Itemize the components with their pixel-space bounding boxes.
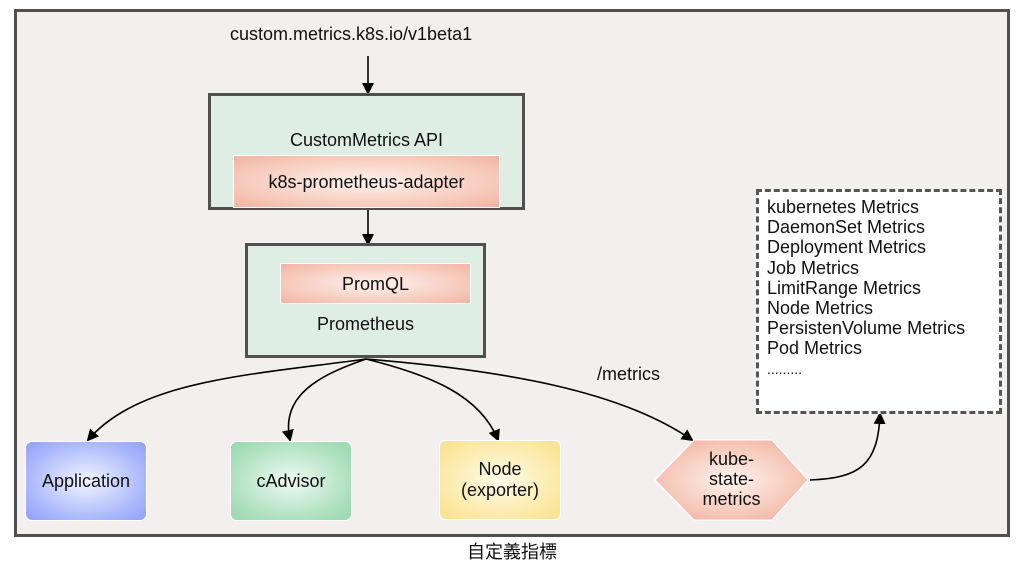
edge-prometheus-to-kube-state-metrics xyxy=(365,358,694,442)
target-application-label: Application xyxy=(41,470,131,491)
target-node-label-line: Node xyxy=(478,459,522,479)
kube-state-metrics-label-line: kube- xyxy=(708,449,755,469)
metrics-list-item: ......... xyxy=(767,360,803,377)
metrics-list-item: LimitRange Metrics xyxy=(767,277,922,298)
api-path-label: custom.metrics.k8s.io/v1beta1 xyxy=(230,24,473,44)
metrics-list-box: kubernetes Metrics DaemonSet Metrics Dep… xyxy=(756,189,1002,414)
target-node-label-line: (exporter) xyxy=(460,480,540,500)
edge-kube-state-metrics-to-metrics-list xyxy=(809,412,886,481)
kube-state-metrics-label-line: state- xyxy=(708,469,755,489)
metrics-list-item: Deployment Metrics xyxy=(767,237,927,258)
metrics-list-item: DaemonSet Metrics xyxy=(767,217,926,238)
metrics-list-item: Pod Metrics xyxy=(767,338,863,359)
prometheus-box: PromQL Prometheus xyxy=(245,243,486,358)
metrics-list-item: kubernetes Metrics xyxy=(767,197,920,217)
kube-state-metrics-label-line: metrics xyxy=(702,489,761,509)
target-kube-state-metrics: kube- state- metrics xyxy=(655,449,808,509)
edge-prometheus-to-cadvisor xyxy=(281,358,367,442)
target-cadvisor: cAdvisor xyxy=(230,441,352,521)
diagram-caption: 自定義指標 xyxy=(467,542,557,562)
k8s-prometheus-adapter: k8s-prometheus-adapter xyxy=(233,155,500,208)
k8s-prometheus-adapter-label: k8s-prometheus-adapter xyxy=(268,171,465,192)
prometheus-title: Prometheus xyxy=(316,314,415,334)
custom-metrics-api-title: CustomMetrics API xyxy=(289,130,444,150)
edge-prometheus-to-node xyxy=(365,358,500,442)
target-node-exporter: Node (exporter) xyxy=(439,440,561,520)
edge-prometheus-to-application xyxy=(86,358,367,442)
metrics-list-item: Node Metrics xyxy=(767,298,874,319)
metrics-list-item: PersistenVolume Metrics xyxy=(767,318,966,339)
promql-component: PromQL xyxy=(280,263,471,304)
scrape-edge-label: /metrics xyxy=(597,364,660,384)
metrics-list-item: Job Metrics xyxy=(767,257,860,278)
target-application: Application xyxy=(25,441,147,521)
promql-label: PromQL xyxy=(341,273,410,294)
target-cadvisor-label: cAdvisor xyxy=(256,470,326,491)
